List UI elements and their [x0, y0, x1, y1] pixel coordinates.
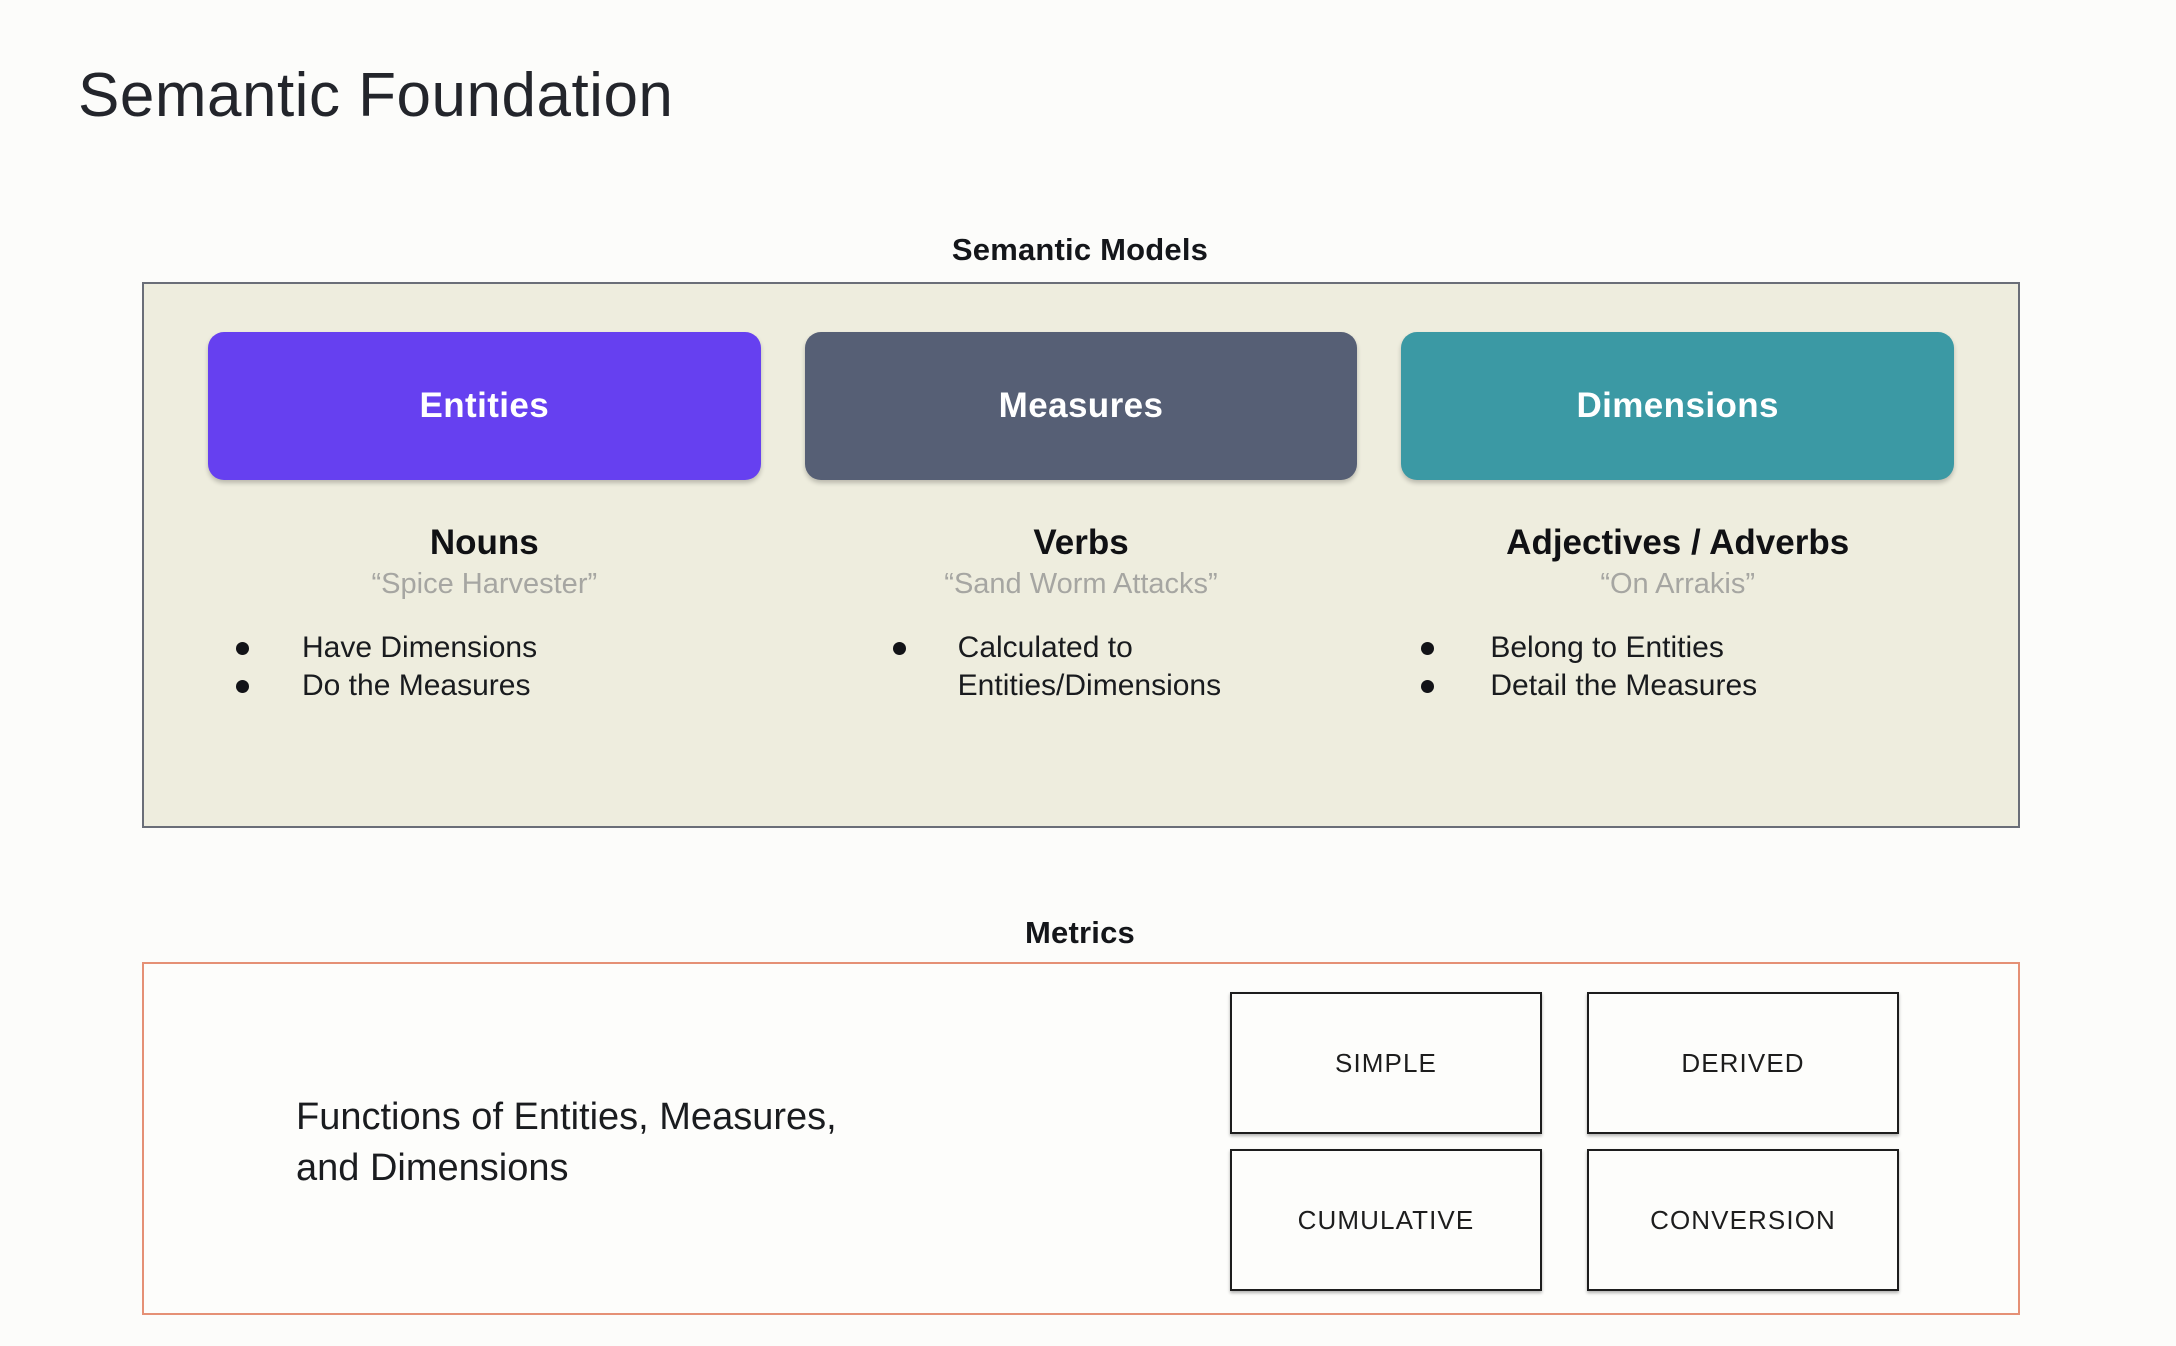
semantic-models-heading: Semantic Models	[951, 232, 1209, 267]
bullet-dot-icon	[236, 680, 249, 694]
measures-bullet-list: Calculated to Entities/Dimensions	[805, 629, 1358, 705]
page-title: Semantic Foundation	[78, 61, 674, 130]
dimensions-bullet-list: Belong to Entities Detail the Measures	[1401, 629, 1954, 705]
bullet-dot-icon	[236, 642, 249, 656]
list-item: Calculated to Entities/Dimensions	[892, 629, 1358, 705]
semantic-column-measures: Measures Verbs “Sand Worm Attacks” Calcu…	[783, 332, 1380, 826]
metric-type-cumulative[interactable]: CUMULATIVE	[1230, 1149, 1542, 1291]
bullet-dot-icon	[892, 642, 906, 656]
list-item: Detail the Measures	[1421, 667, 1954, 705]
semantic-column-dimensions: Dimensions Adjectives / Adverbs “On Arra…	[1379, 332, 1976, 826]
list-item: Belong to Entities	[1421, 629, 1954, 667]
bullet-dot-icon	[1421, 642, 1435, 656]
metric-type-grid: SIMPLE DERIVED CUMULATIVE CONVERSION	[1230, 992, 1899, 1291]
entities-bullet-text: Do the Measures	[302, 669, 531, 703]
list-item: Have Dimensions	[236, 629, 761, 667]
entities-word-class: Nouns	[429, 523, 539, 562]
entities-pill[interactable]: Entities	[208, 332, 761, 480]
dimensions-bullet-text: Belong to Entities	[1490, 631, 1724, 665]
entities-bullet-text: Have Dimensions	[302, 631, 538, 665]
metric-type-simple[interactable]: SIMPLE	[1230, 992, 1542, 1134]
measures-word-class: Verbs	[1033, 523, 1129, 562]
metrics-description-line-2: and Dimensions	[296, 1146, 569, 1189]
semantic-column-entities: Entities Nouns “Spice Harvester” Have Di…	[186, 332, 783, 826]
entities-bullet-list: Have Dimensions Do the Measures	[208, 629, 761, 705]
semantic-models-columns: Entities Nouns “Spice Harvester” Have Di…	[144, 284, 2018, 826]
list-item: Do the Measures	[236, 667, 761, 705]
semantic-models-panel: Entities Nouns “Spice Harvester” Have Di…	[142, 282, 2020, 828]
measures-pill[interactable]: Measures	[804, 332, 1358, 480]
dimensions-example: “On Arrakis”	[1600, 567, 1756, 600]
dimensions-pill[interactable]: Dimensions	[1401, 332, 1955, 480]
metrics-heading: Metrics	[1025, 915, 1135, 950]
metrics-panel: Functions of Entities, Measures, and Dim…	[142, 962, 2020, 1315]
metric-type-derived[interactable]: DERIVED	[1587, 992, 1899, 1134]
metrics-description-line-1: Functions of Entities, Measures,	[296, 1096, 837, 1138]
bullet-dot-icon	[1421, 680, 1435, 694]
dimensions-word-class: Adjectives / Adverbs	[1506, 523, 1850, 562]
measures-bullet-text: Calculated to Entities/Dimensions	[957, 631, 1222, 703]
metric-type-conversion[interactable]: CONVERSION	[1587, 1149, 1899, 1291]
dimensions-bullet-text: Detail the Measures	[1490, 669, 1758, 703]
metrics-description: Functions of Entities, Measures, and Dim…	[296, 1092, 1016, 1193]
entities-example: “Spice Harvester”	[371, 567, 598, 600]
measures-example: “Sand Worm Attacks”	[944, 567, 1218, 600]
